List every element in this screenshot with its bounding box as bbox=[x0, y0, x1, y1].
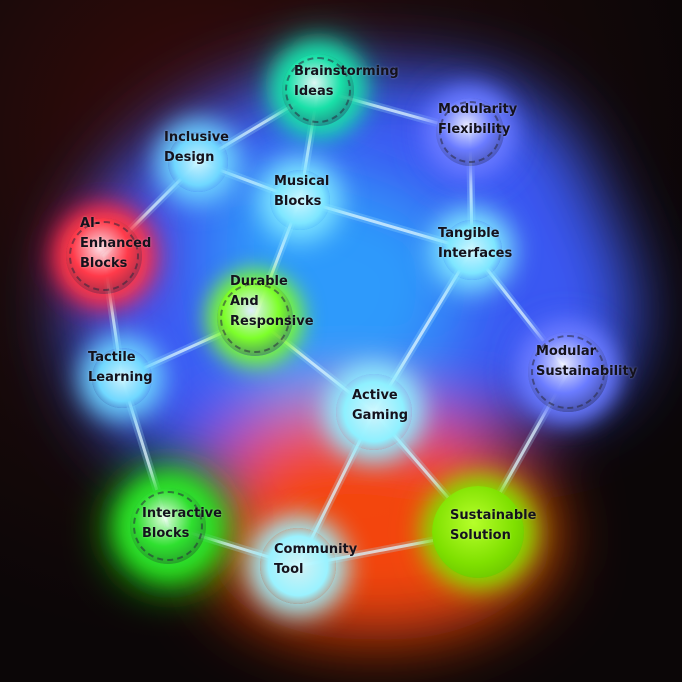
device-ring-icon bbox=[531, 335, 605, 409]
device-ring-icon bbox=[69, 221, 139, 291]
node-sustainable[interactable] bbox=[432, 486, 524, 578]
node-disc bbox=[168, 132, 228, 192]
node-interactive[interactable] bbox=[130, 488, 206, 564]
node-label-modularity: Modularity Flexibility bbox=[438, 102, 518, 137]
node-label-brainstorming: Brainstorming Ideas bbox=[294, 64, 399, 99]
node-label-ai: AI- Enhanced Blocks bbox=[80, 216, 152, 271]
node-disc bbox=[336, 374, 412, 450]
node-label-durable: Durable And Responsive bbox=[230, 274, 314, 329]
node-inclusive[interactable] bbox=[168, 132, 228, 192]
device-ring-icon bbox=[220, 283, 290, 353]
device-ring-icon bbox=[439, 101, 501, 163]
node-tangible[interactable] bbox=[442, 220, 502, 280]
device-ring-icon bbox=[285, 57, 351, 123]
node-active[interactable] bbox=[336, 374, 412, 450]
node-label-tactile: Tactile Learning bbox=[88, 350, 153, 385]
node-label-tangible: Tangible Interfaces bbox=[438, 226, 513, 261]
node-ai[interactable] bbox=[66, 218, 142, 294]
node-disc bbox=[260, 528, 336, 604]
cyan-core-glow bbox=[215, 171, 456, 412]
node-label-active: Active Gaming bbox=[352, 388, 409, 423]
node-disc bbox=[270, 170, 330, 230]
node-label-interactive: Interactive Blocks bbox=[142, 506, 222, 541]
device-ring-icon bbox=[133, 491, 203, 561]
node-brainstorming[interactable] bbox=[282, 54, 354, 126]
node-label-community: Community Tool bbox=[274, 542, 358, 577]
node-label-sustainable: Sustainable Solution bbox=[450, 508, 537, 543]
node-musical[interactable] bbox=[270, 170, 330, 230]
node-label-modular-sus: Modular Sustainability bbox=[536, 344, 638, 379]
node-community[interactable] bbox=[260, 528, 336, 604]
node-disc bbox=[442, 220, 502, 280]
node-disc bbox=[432, 486, 524, 578]
node-durable[interactable] bbox=[217, 280, 293, 356]
node-tactile[interactable] bbox=[92, 348, 152, 408]
node-label-inclusive: Inclusive Design bbox=[164, 130, 229, 165]
node-modularity[interactable] bbox=[436, 98, 504, 166]
node-disc bbox=[92, 348, 152, 408]
node-modular-sus[interactable] bbox=[528, 332, 608, 412]
node-label-musical: Musical Blocks bbox=[274, 174, 330, 209]
